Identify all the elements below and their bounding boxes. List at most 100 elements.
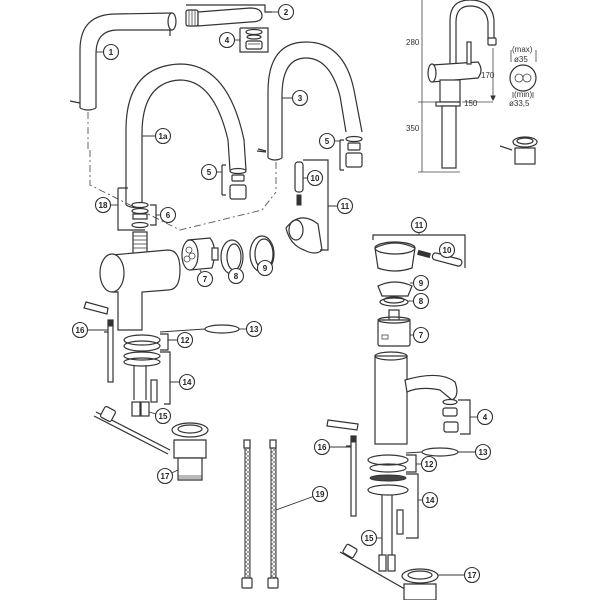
callout-number: 9 [263,264,268,273]
dim-reach: 150 [464,99,478,108]
callout-circle [412,326,430,344]
lift-rod-part-16-left [83,301,114,383]
callout-c5a: 5 [318,132,340,150]
hole-max-label: (max) [512,45,533,54]
aerator-part-4-right [442,398,471,435]
callout-c13a: 13 [239,320,263,338]
callout-circle [156,467,174,485]
callout-c9a: 9 [256,259,274,277]
callout-number: 13 [479,448,488,457]
callout-c2: 2 [272,3,295,21]
callout-circle [245,320,263,338]
hole-min-label: (min) [514,90,533,99]
callout-number: 4 [483,413,488,422]
callout-circle [313,438,331,456]
callout-c6: 6 [156,206,177,224]
waste-thumbnail [499,136,538,165]
callout-c17b: 17 [438,566,481,584]
callout-c12b: 12 [416,455,438,473]
callout-c8b: 8 [408,292,430,310]
swan-spout-part-1a [125,63,267,209]
dim-height-above: 280 [406,38,420,47]
callout-circle [71,321,89,339]
mixer-body-right [374,351,458,445]
callout-circle [412,292,430,310]
callout-circle [412,274,430,292]
callout-circle [463,566,481,584]
callout-c8a: 8 [227,267,245,285]
callout-number: 17 [468,571,477,580]
callout-c14a: 14 [170,373,196,391]
callout-number: 11 [341,202,350,211]
callout-circle [277,3,295,21]
callout-c19: 19 [275,485,329,511]
callout-number: 14 [426,496,435,505]
nut-part-8-right [379,297,409,307]
callout-number: 3 [298,94,303,103]
callout-circle [410,216,428,234]
dimension-drawing [418,0,497,173]
callout-circle [336,197,354,215]
callout-c7b: 7 [410,326,430,344]
callout-c11a: 11 [328,197,354,215]
swan-spout-part-3 [256,41,363,192]
callout-number: 5 [207,168,212,177]
dim-spout-height: 170 [481,71,495,80]
callout-number: 7 [203,275,208,284]
callout-c4b: 4 [470,408,494,426]
valve-part-18-6 [117,187,157,255]
mounting-parts-right [367,447,459,572]
callout-number: 2 [284,8,289,17]
callout-number: 10 [443,246,452,255]
callout-number: 15 [159,412,168,421]
callout-number: 12 [181,336,190,345]
callout-number: 7 [419,331,424,340]
callout-number: 16 [76,326,85,335]
callout-number: 4 [225,36,230,45]
callout-circle [420,455,438,473]
callout-circle [474,443,492,461]
callout-circle [178,373,196,391]
callout-c13b: 13 [458,443,492,461]
callout-c1a: 1a [142,127,172,145]
callout-number: 16 [318,443,327,452]
callout-number: 8 [234,272,239,281]
callout-number: 15 [365,534,374,543]
dim-height-below: 350 [406,124,420,133]
callout-circle [318,132,336,150]
callout-c7a: 7 [196,269,214,288]
callout-number: 17 [161,472,170,481]
callout-c15a: 15 [148,407,172,425]
callout-c9b: 9 [410,274,430,292]
aerator-part-5-right [339,135,363,171]
callout-c12a: 12 [168,331,194,349]
callout-circle [227,267,245,285]
callout-c10a: 10 [303,169,324,187]
callout-c18: 18 [94,196,118,214]
callout-number: 9 [419,279,424,288]
callout-number: 14 [183,378,192,387]
callout-c16a: 16 [71,321,108,339]
callout-number: 1a [159,132,168,141]
callout-circle [476,408,494,426]
callout-circle [196,270,214,288]
callout-c10b: 10 [438,241,456,259]
hole-min-value: ø33,5 [509,99,530,108]
callout-circle [306,169,324,187]
callout-circle [94,196,112,214]
hole-max-value: ø35 [514,55,528,64]
callout-c1: 1 [96,43,120,61]
callout-c5b: 5 [200,163,222,181]
callout-number: 5 [325,137,330,146]
callout-circle [154,127,172,145]
callout-number: 6 [166,211,171,220]
callout-circle [311,485,329,503]
aerator-part-4-upper [239,27,269,53]
lift-rod-part-16-right [326,419,359,517]
hole-diameter-drawing [509,50,537,98]
callout-circle [159,206,177,224]
callout-number: 12 [425,460,434,469]
cartridge-part-7-left [181,237,219,271]
